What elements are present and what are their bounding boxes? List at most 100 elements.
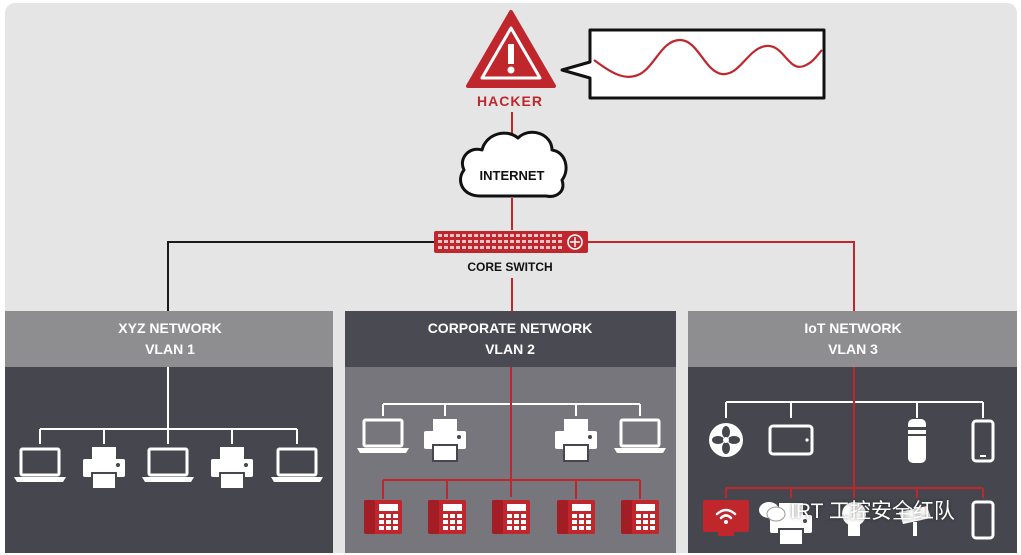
switch-port	[486, 240, 490, 243]
switch-port	[516, 246, 520, 249]
switch-port	[468, 246, 472, 249]
switch-port	[504, 246, 508, 249]
ip-phone-icon	[364, 500, 402, 534]
switch-port	[438, 240, 442, 243]
iot-network-title: IoT NETWORK VLAN 3	[688, 318, 1018, 360]
smart-tv-icon	[703, 500, 749, 536]
switch-port	[558, 234, 562, 237]
switch-port	[510, 240, 514, 243]
switch-port	[462, 240, 466, 243]
watermark-text: IRT 工控安全红队	[790, 500, 955, 523]
switch-port	[534, 234, 538, 237]
switch-port	[558, 246, 562, 249]
switch-port	[510, 234, 514, 237]
core-switch-label: CORE SWITCH	[467, 260, 553, 274]
xyz-network-tree	[39, 367, 298, 444]
switch-port	[468, 240, 472, 243]
switch-xyz-link	[167, 241, 434, 311]
hacker-label: HACKER	[477, 93, 543, 109]
switch-port	[462, 234, 466, 237]
switch-port	[552, 234, 556, 237]
switch-port	[474, 234, 478, 237]
cloud-icon	[459, 130, 568, 198]
switch-port	[510, 246, 514, 249]
switch-port	[552, 240, 556, 243]
corporate-network-title: CORPORATE NETWORK VLAN 2	[345, 318, 675, 360]
switch-port	[534, 246, 538, 249]
switch-port	[528, 240, 532, 243]
switch-port	[438, 246, 442, 249]
vlan-id: VLAN 1	[145, 341, 195, 357]
vlan-id: VLAN 2	[485, 341, 535, 357]
vlan-id: VLAN 3	[828, 341, 878, 357]
switch-port	[522, 240, 526, 243]
switch-port	[546, 246, 550, 249]
security-camera-icon	[899, 506, 931, 536]
smart-bulb-icon	[842, 502, 866, 536]
wechat-icon	[759, 502, 786, 522]
switch-port	[480, 240, 484, 243]
switch-port	[444, 246, 448, 249]
switch-port	[456, 234, 460, 237]
xyz-network-header	[5, 311, 333, 367]
switch-port	[480, 234, 484, 237]
switch-port	[540, 234, 544, 237]
xyz-network-title: XYZ NETWORK VLAN 1	[5, 318, 335, 360]
switch-port	[522, 234, 526, 237]
network-name: XYZ NETWORK	[118, 320, 222, 336]
switch-port	[546, 234, 550, 237]
switch-port	[540, 240, 544, 243]
signal-waveform-callout	[560, 28, 826, 100]
switch-port	[540, 246, 544, 249]
switch-port	[528, 246, 532, 249]
iot-network-header	[688, 311, 1017, 367]
switch-port	[522, 246, 526, 249]
switch-port	[504, 240, 508, 243]
smart-fan-icon	[709, 423, 743, 457]
switch-port	[528, 234, 532, 237]
switch-port	[492, 240, 496, 243]
core-switch-icon	[434, 231, 588, 253]
switch-iot-link	[588, 241, 855, 311]
switch-port	[492, 234, 496, 237]
switch-port	[498, 234, 502, 237]
corporate-network-header	[345, 311, 676, 367]
switch-port	[456, 246, 460, 249]
smartphone-icon	[971, 500, 995, 540]
switch-port	[444, 234, 448, 237]
switch-port	[486, 246, 490, 249]
switch-port	[516, 234, 520, 237]
tablet-icon	[768, 424, 814, 456]
network-name: IoT NETWORK	[804, 320, 902, 336]
smartphone-icon	[971, 419, 995, 463]
switch-port	[498, 246, 502, 249]
switch-port	[552, 246, 556, 249]
iot-network-tree-bottom	[725, 367, 984, 498]
switch-port	[438, 234, 442, 237]
corporate-network-tree-bottom	[382, 367, 641, 499]
switch-port	[504, 234, 508, 237]
switch-port	[456, 240, 460, 243]
switch-port	[468, 234, 472, 237]
switch-port	[486, 234, 490, 237]
ip-phone-icon	[492, 500, 530, 534]
switch-port	[516, 240, 520, 243]
switch-port	[480, 246, 484, 249]
switch-port	[534, 240, 538, 243]
switch-port	[546, 240, 550, 243]
switch-port	[492, 246, 496, 249]
smart-speaker-icon	[908, 419, 926, 463]
switch-port	[450, 240, 454, 243]
warning-icon	[466, 10, 556, 88]
ip-phone-icon	[557, 500, 595, 534]
switch-port	[474, 246, 478, 249]
switch-port	[558, 240, 562, 243]
switch-port	[474, 240, 478, 243]
internet-label: INTERNET	[479, 168, 545, 183]
ip-phone-icon	[621, 500, 659, 534]
switch-port	[450, 246, 454, 249]
switch-port	[498, 240, 502, 243]
watermark: IRT 工控安全红队	[758, 495, 955, 525]
